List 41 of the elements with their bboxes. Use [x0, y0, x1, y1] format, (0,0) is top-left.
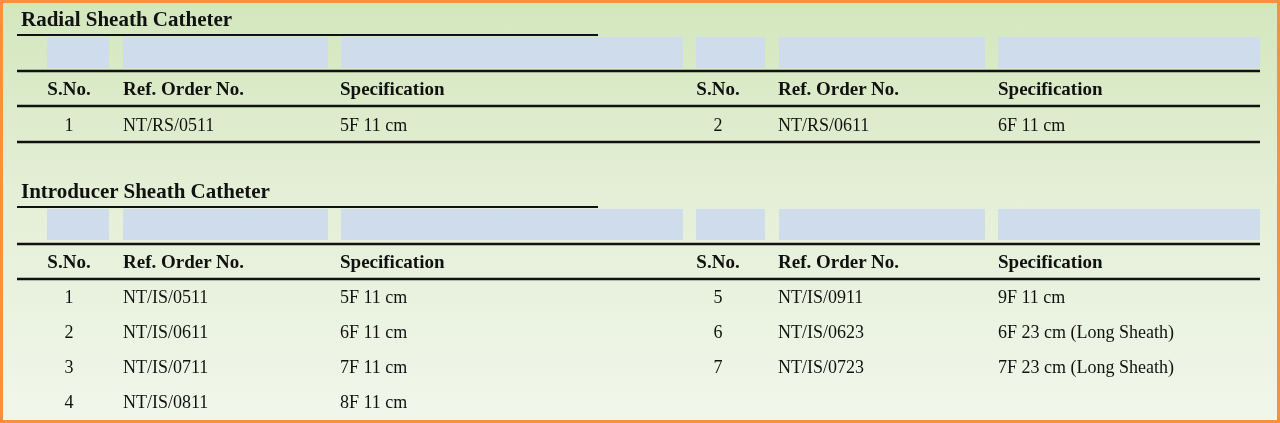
table-cell: 5F 11 cm [340, 286, 408, 308]
column-header: Ref. Order No. [123, 251, 244, 273]
table-cell: NT/IS/0911 [778, 286, 864, 308]
table-cell: NT/RS/0511 [123, 114, 215, 136]
table-cell: NT/IS/0711 [123, 356, 209, 378]
column-header: Specification [340, 78, 445, 100]
column-header: Specification [340, 251, 445, 273]
column-header: Ref. Order No. [123, 78, 244, 100]
table-cell: 6F 11 cm [340, 321, 408, 343]
table-cell: NT/IS/0623 [778, 321, 864, 343]
table-cell: 6F 23 cm (Long Sheath) [998, 321, 1174, 343]
table-cell: 6F 11 cm [998, 114, 1066, 136]
table-cell: 5 [713, 286, 723, 308]
column-header: Ref. Order No. [778, 78, 899, 100]
section-heading: Introducer Sheath Catheter [21, 180, 270, 202]
column-header: S.No. [696, 251, 740, 273]
table-cell: 7F 23 cm (Long Sheath) [998, 356, 1174, 378]
table-cell: NT/IS/0511 [123, 286, 209, 308]
table-cell: 2 [713, 114, 723, 136]
table-cell: 7F 11 cm [340, 356, 408, 378]
table-cell: NT/IS/0723 [778, 356, 864, 378]
column-header: Specification [998, 78, 1103, 100]
column-header: Specification [998, 251, 1103, 273]
column-header: Ref. Order No. [778, 251, 899, 273]
table-cell: 9F 11 cm [998, 286, 1066, 308]
table-cell: 1 [64, 114, 74, 136]
table-cell: NT/RS/0611 [778, 114, 870, 136]
table-cell: 4 [64, 391, 74, 413]
table-cell: 1 [64, 286, 74, 308]
table-cell: 5F 11 cm [340, 114, 408, 136]
column-header: S.No. [47, 78, 91, 100]
column-header: S.No. [696, 78, 740, 100]
table-cell: 7 [713, 356, 723, 378]
column-header: S.No. [47, 251, 91, 273]
section-heading: Radial Sheath Catheter [21, 8, 233, 30]
table-cell: NT/IS/0811 [123, 391, 209, 413]
table-cell: 8F 11 cm [340, 391, 408, 413]
table-cell: 2 [64, 321, 74, 343]
table-cell: NT/IS/0611 [123, 321, 209, 343]
table-cell: 6 [713, 321, 723, 343]
table-cell: 3 [64, 356, 74, 378]
